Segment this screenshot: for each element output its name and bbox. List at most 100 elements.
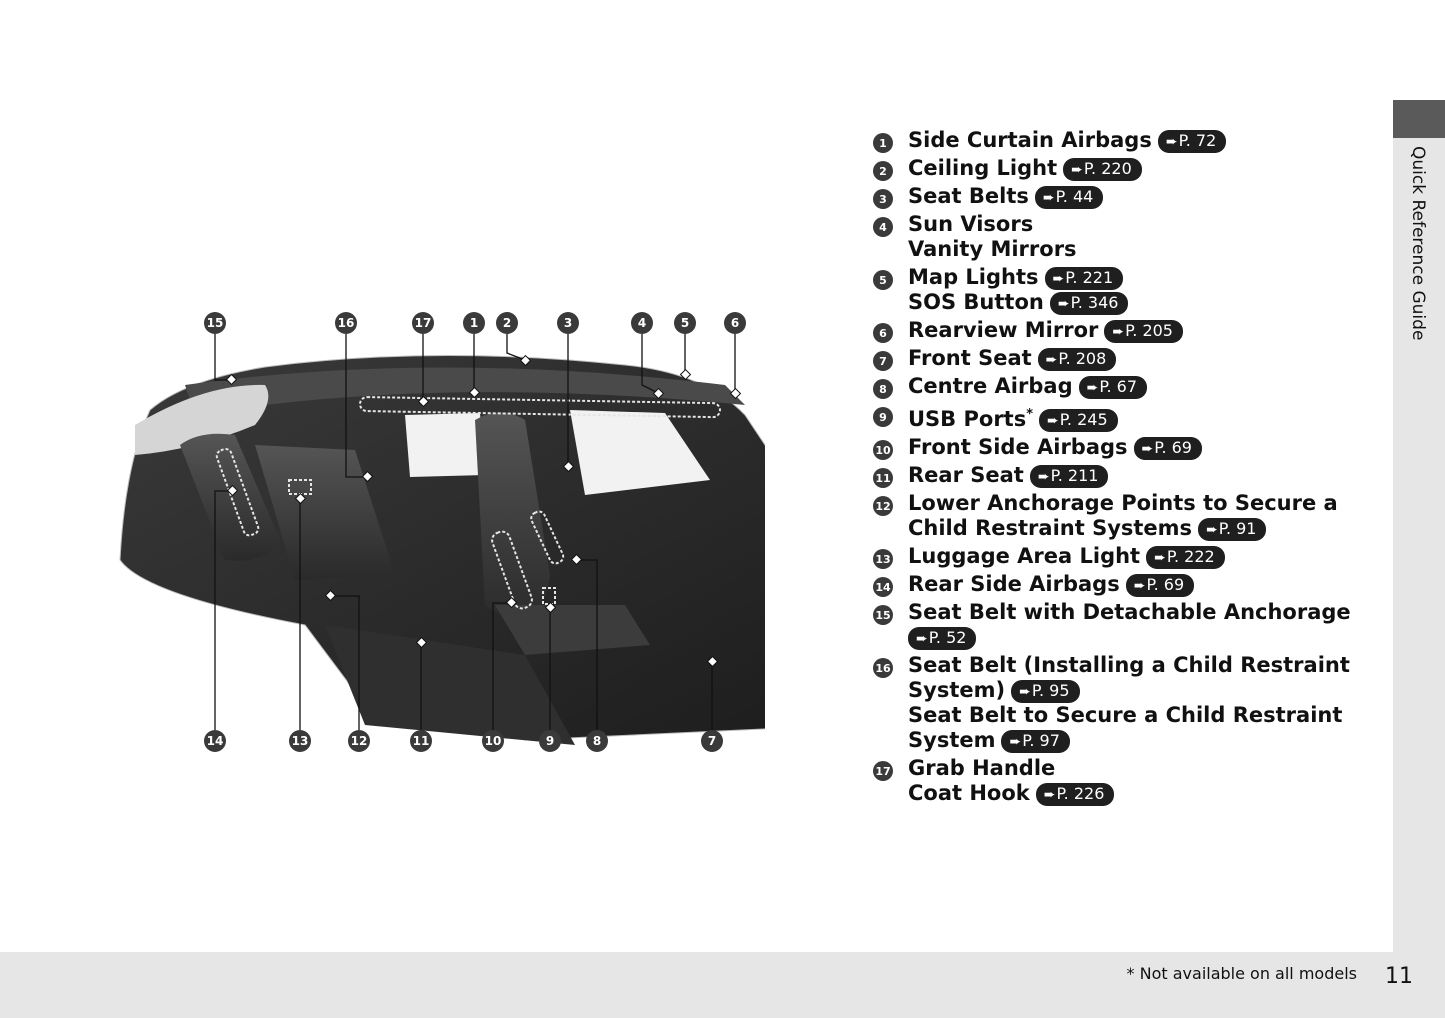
arrow-right-icon: ➨ [1154,550,1166,566]
page-reference-link[interactable]: ➨P. 221 [1044,267,1124,290]
page-reference-link[interactable]: ➨P. 52 [908,627,977,650]
arrow-right-icon: ➨ [1071,162,1083,178]
legend-item-label: Vanity Mirrors [908,237,1077,261]
legend-number-badge: 11 [873,468,893,488]
callout-6: 6 [724,312,746,334]
legend-number-badge: 6 [873,323,893,343]
page-reference-link[interactable]: ➨P. 67 [1078,376,1148,399]
arrow-right-icon: ➨ [916,631,928,647]
legend-entry-8: 8 Centre Airbag➨P. 67 [873,374,1373,399]
car-interior-illustration: 15 16 17 1 2 3 4 5 6 14 13 12 11 10 9 8 … [119,312,765,752]
legend-number-badge: 17 [873,761,893,781]
legend-entry-7: 7 Front Seat➨P. 208 [873,346,1373,371]
callout-12: 12 [348,730,370,752]
callout-8: 8 [586,730,608,752]
legend-item-label: USB Ports [908,407,1027,431]
arrow-right-icon: ➨ [1133,578,1146,594]
arrow-right-icon: ➨ [1043,787,1056,803]
legend-entry-1: 1 Side Curtain Airbags➨P. 72 [873,128,1373,153]
callout-17: 17 [412,312,434,334]
page-reference-link[interactable]: ➨P. 69 [1133,437,1202,460]
legend-number-badge: 12 [873,496,893,516]
legend-item-label: Map Lights [908,265,1039,289]
arrow-right-icon: ➨ [1165,134,1178,150]
page-reference-link[interactable]: ➨P. 97 [1001,730,1070,753]
legend-number-badge: 16 [873,658,893,678]
page-reference-link[interactable]: ➨P. 346 [1049,292,1129,315]
page-reference-link[interactable]: ➨P. 72 [1157,130,1227,153]
arrow-right-icon: ➨ [1086,380,1099,396]
page-reference-link[interactable]: ➨P. 44 [1034,186,1104,209]
legend-entry-5: 5 Map Lights➨P. 221 SOS Button➨P. 346 [873,265,1373,315]
legend-entry-9: 9 USB Ports*➨P. 245 [873,402,1373,432]
svg-text:14: 14 [207,734,224,748]
legend-item-label: Centre Airbag [908,374,1073,398]
page-reference-link[interactable]: ➨P. 222 [1146,546,1225,569]
legend-item-label: Coat Hook [908,781,1030,805]
legend-number-badge: 14 [873,577,893,597]
legend-number-badge: 7 [873,351,893,371]
legend-entry-11: 11 Rear Seat➨P. 211 [873,463,1373,488]
svg-text:10: 10 [485,734,502,748]
legend-item-label: Seat Belt with Detachable Anchorage [908,600,1351,624]
legend-number-badge: 13 [873,549,893,569]
legend-item-label: System [908,728,996,752]
page-reference-link[interactable]: ➨P. 220 [1063,158,1142,181]
svg-text:2: 2 [503,316,511,330]
legend-item-label: Ceiling Light [908,156,1058,180]
legend-entry-13: 13 Luggage Area Light➨P. 222 [873,544,1373,569]
legend-item-label: Rear Side Airbags [908,572,1120,596]
legend-item-label: Luggage Area Light [908,544,1141,568]
arrow-right-icon: ➨ [1009,734,1022,750]
svg-text:1: 1 [470,316,478,330]
feature-legend: 1 Side Curtain Airbags➨P. 72 2 Ceiling L… [873,128,1373,809]
arrow-right-icon: ➨ [1047,413,1059,429]
arrow-right-icon: ➨ [1141,441,1154,457]
legend-item-label: System) [908,678,1006,702]
legend-item-label: Grab Handle [908,756,1056,780]
callout-9: 9 [539,730,561,752]
page-reference-link[interactable]: ➨P. 95 [1011,680,1080,703]
legend-entry-3: 3 Seat Belts➨P. 44 [873,184,1373,209]
svg-text:6: 6 [731,316,739,330]
page-reference-link[interactable]: ➨P. 208 [1037,348,1117,371]
page-number: 11 [1385,964,1413,989]
legend-item-label: Sun Visors [908,212,1034,236]
svg-text:5: 5 [681,316,689,330]
page-reference-link[interactable]: ➨P. 245 [1039,409,1118,432]
page-reference-link[interactable]: ➨P. 69 [1125,574,1195,597]
callout-1: 1 [463,312,485,334]
section-side-tab[interactable]: Quick Reference Guide [1393,100,1445,952]
arrow-right-icon: ➨ [1019,684,1031,700]
callout-4: 4 [631,312,653,334]
svg-text:15: 15 [207,316,224,330]
legend-item-label: Rear Seat [908,463,1024,487]
legend-number-badge: 3 [873,189,893,209]
arrow-right-icon: ➨ [1206,522,1218,538]
legend-item-label: Seat Belts [908,184,1029,208]
legend-item-label: Seat Belt (Installing a Child Restraint [908,653,1350,677]
page-reference-link[interactable]: ➨P. 226 [1035,783,1115,806]
legend-entry-17: 17 Grab Handle Coat Hook➨P. 226 [873,756,1373,806]
arrow-right-icon: ➨ [1112,324,1125,340]
page-reference-link[interactable]: ➨P. 91 [1198,518,1267,541]
legend-entry-12: 12 Lower Anchorage Points to Secure a Ch… [873,491,1373,541]
legend-number-badge: 10 [873,440,893,460]
svg-text:16: 16 [338,316,355,330]
svg-text:7: 7 [708,734,716,748]
legend-number-badge: 5 [873,270,893,290]
legend-item-label: Front Side Airbags [908,435,1128,459]
svg-text:11: 11 [413,734,430,748]
legend-item-label: Side Curtain Airbags [908,128,1152,152]
legend-entry-2: 2 Ceiling Light➨P. 220 [873,156,1373,181]
legend-number-badge: 2 [873,161,893,181]
legend-item-label: SOS Button [908,290,1044,314]
callout-2: 2 [496,312,518,334]
legend-number-badge: 1 [873,133,893,153]
page-reference-link[interactable]: ➨P. 211 [1029,465,1109,488]
legend-entry-10: 10 Front Side Airbags➨P. 69 [873,435,1373,460]
svg-text:8: 8 [593,734,601,748]
page-reference-link[interactable]: ➨P. 205 [1104,320,1183,343]
svg-text:12: 12 [351,734,368,748]
callout-11: 11 [410,730,432,752]
